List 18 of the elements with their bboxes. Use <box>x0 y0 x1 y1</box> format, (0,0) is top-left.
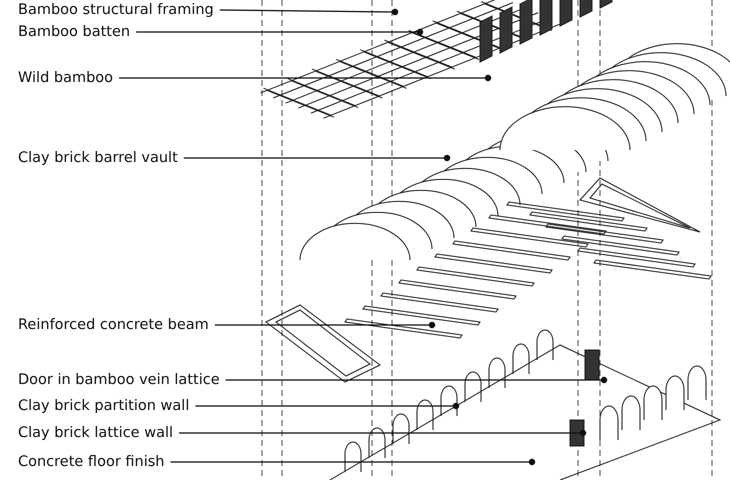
leader-line <box>136 28 424 36</box>
leader-line <box>195 402 460 410</box>
leader-line <box>119 74 492 82</box>
part-label: Bamboo batten <box>18 23 130 41</box>
part-label: Clay brick lattice wall <box>18 424 174 442</box>
leader-line <box>179 430 586 436</box>
part-label: Clay brick partition wall <box>18 397 190 415</box>
part-label: Concrete floor finish <box>18 453 164 471</box>
part-label: Door in bamboo vein lattice <box>18 371 220 389</box>
part-label: Wild bamboo <box>18 69 114 87</box>
leader-line <box>184 154 450 162</box>
part-label: Reinforced concrete beam <box>18 316 209 334</box>
leader-line <box>220 8 398 16</box>
leader-line <box>170 458 536 466</box>
part-label: Clay brick barrel vault <box>18 149 178 167</box>
part-label: Bamboo structural framing <box>18 1 214 19</box>
leader-line <box>214 322 436 328</box>
leader-line <box>226 376 608 384</box>
